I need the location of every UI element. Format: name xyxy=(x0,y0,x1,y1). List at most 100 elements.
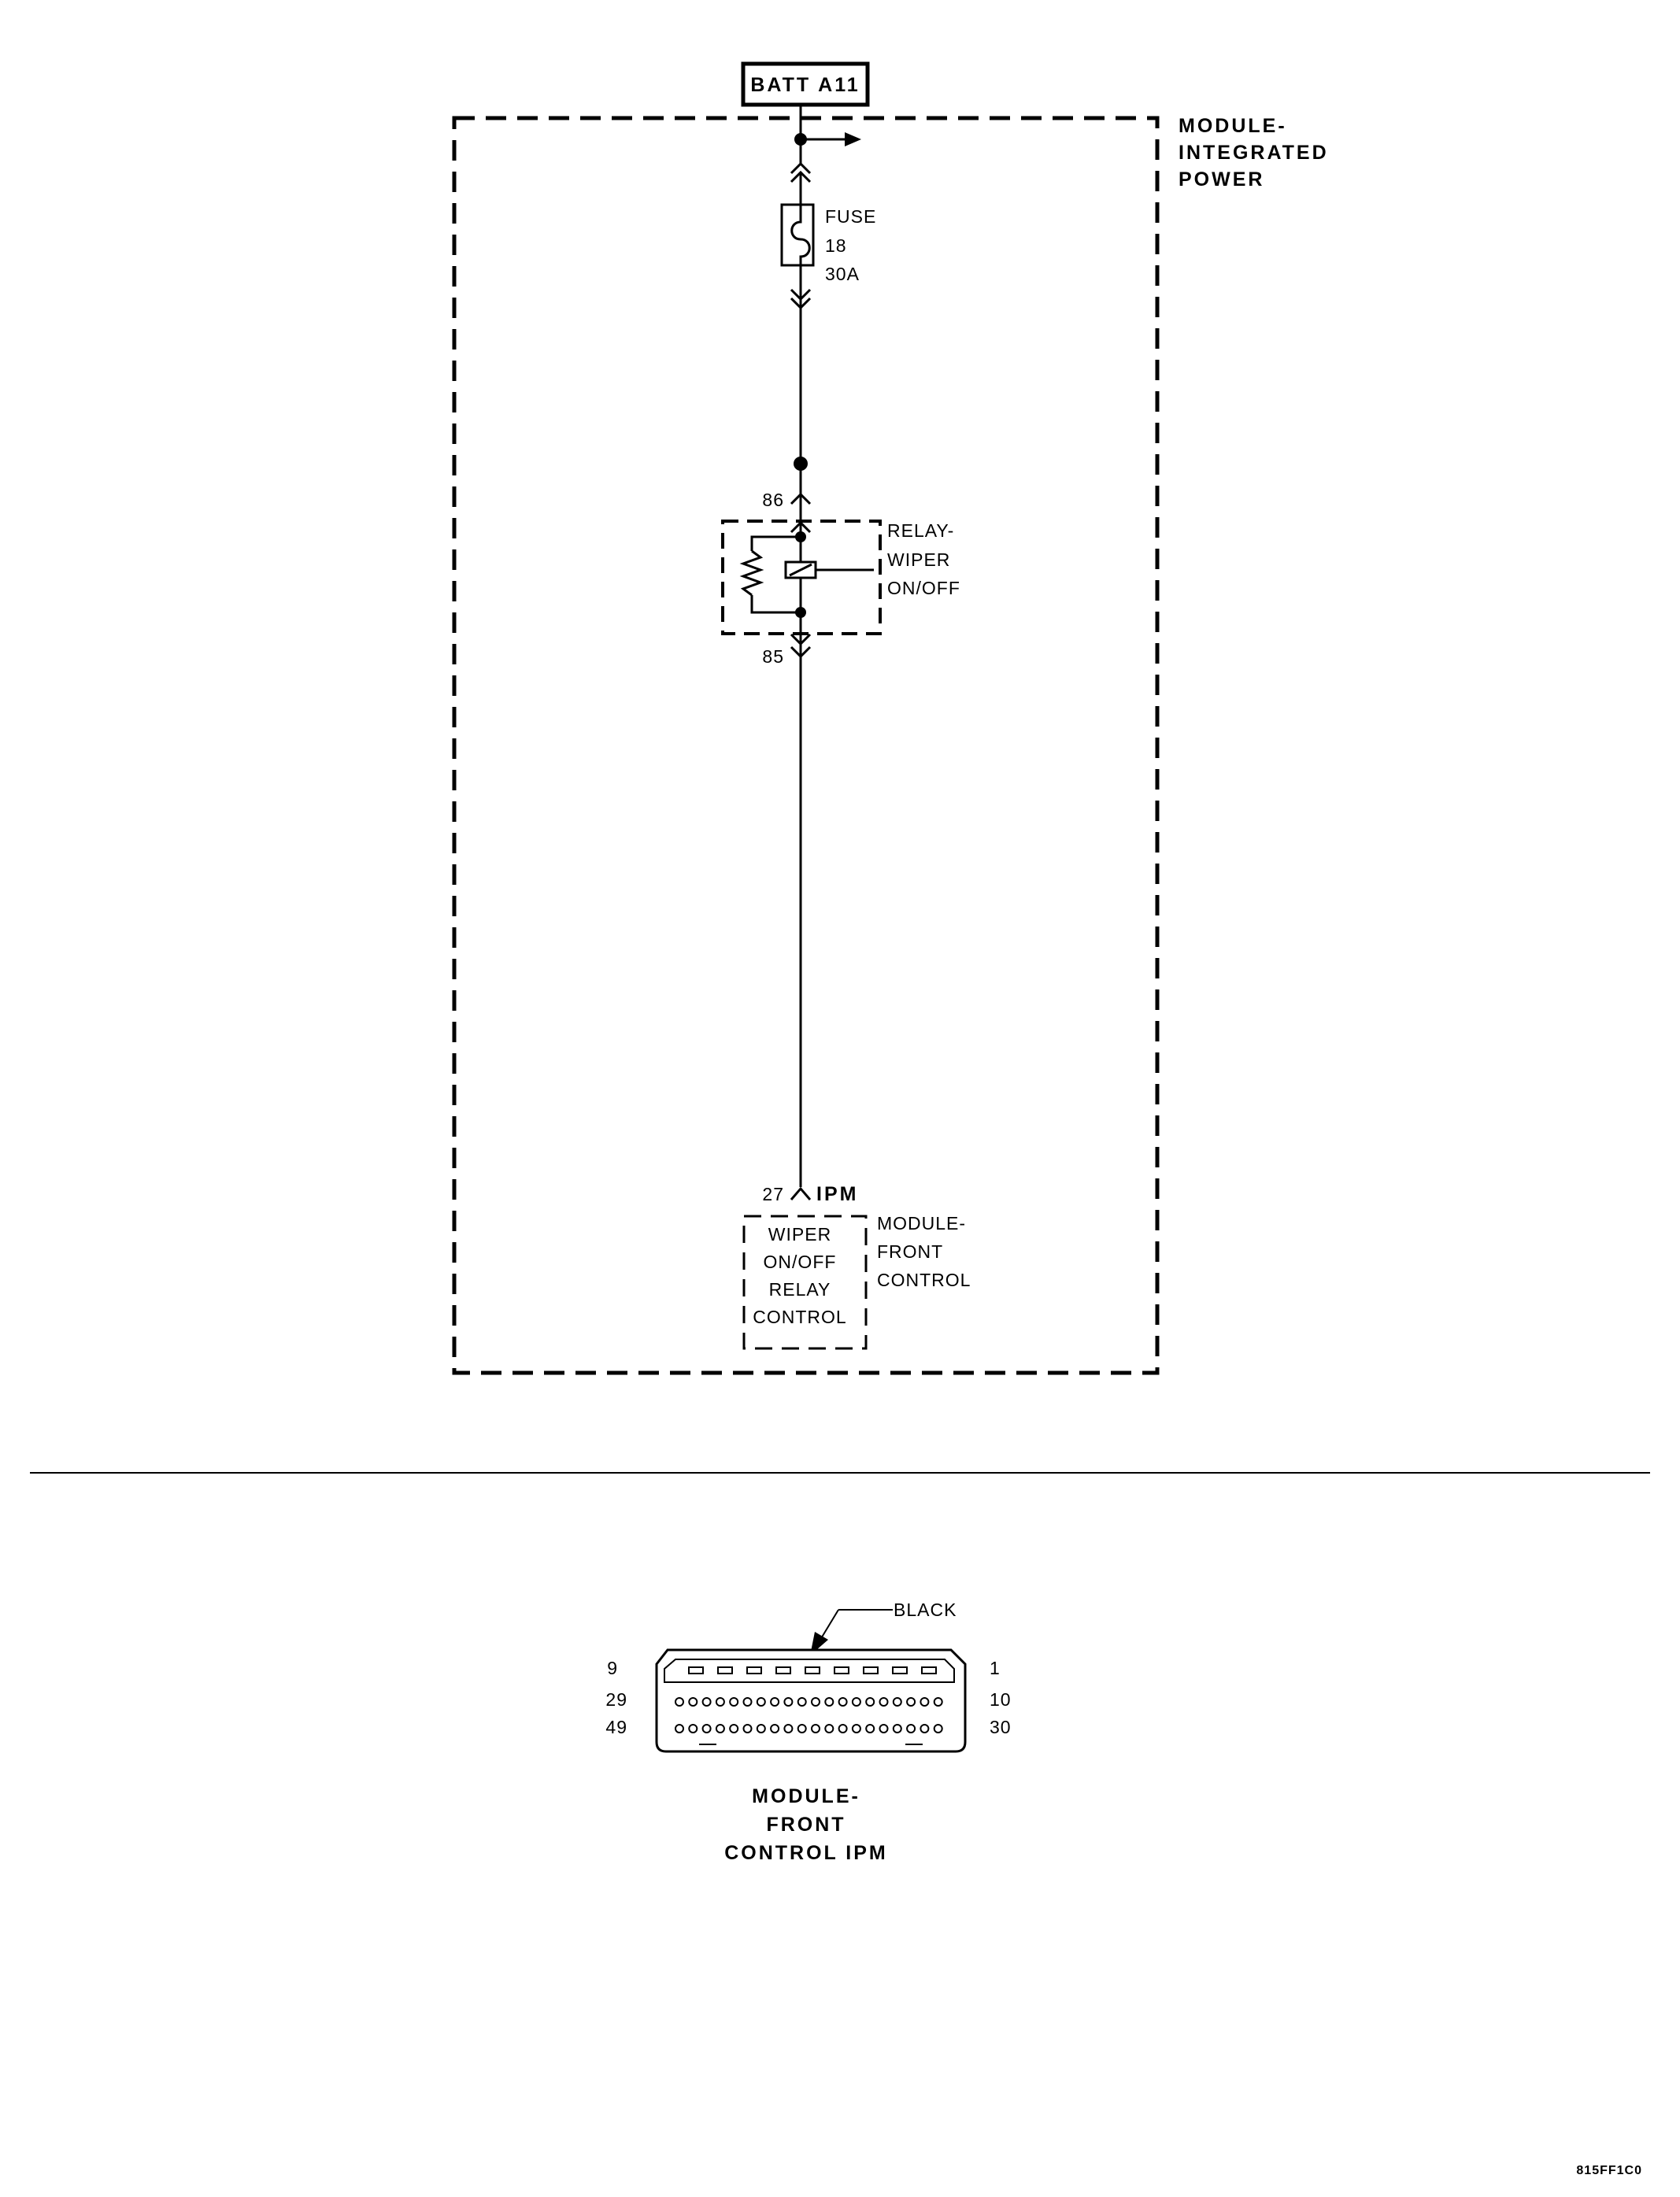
pin-row-bottom xyxy=(675,1724,943,1733)
connector-cavity-pin xyxy=(797,1697,807,1707)
connector-cavity-pin xyxy=(770,1697,780,1707)
connector-cavity-slot xyxy=(717,1666,733,1674)
svg-text:ON/OFF: ON/OFF xyxy=(764,1252,837,1272)
svg-text:WIPER: WIPER xyxy=(768,1224,831,1245)
connector-cavity-pin xyxy=(811,1697,820,1707)
connector-cavity-pin xyxy=(906,1697,916,1707)
connector-icon xyxy=(790,1186,812,1200)
ipm-module-label: MODULE- INTEGRATED POWER xyxy=(1179,115,1329,190)
connector-cavity-pin xyxy=(783,1697,794,1707)
arrow-right-icon xyxy=(845,132,861,146)
connector-cavity-pin xyxy=(838,1697,848,1707)
svg-text:RELAY-: RELAY- xyxy=(887,520,954,541)
pin-label-right-bottom: 30 xyxy=(990,1717,1012,1737)
connector-cavity-pin xyxy=(783,1724,794,1733)
svg-text:30A: 30A xyxy=(825,264,860,284)
fuse-body xyxy=(780,203,815,267)
battery-source: BATT A11 xyxy=(741,61,870,139)
connector-cavity-pin xyxy=(742,1697,753,1707)
connector-cavity-slot xyxy=(746,1666,762,1674)
connector-cavity-pin xyxy=(933,1724,943,1733)
fuse: FUSE 18 30A xyxy=(780,139,875,310)
resistor-icon xyxy=(739,549,764,597)
splice-node xyxy=(794,132,861,146)
connector-cavity-pin xyxy=(879,1724,889,1733)
svg-text:MODULE-: MODULE- xyxy=(1179,115,1287,137)
connector-title-1: MODULE- xyxy=(752,1785,860,1807)
connector-cavity-pin xyxy=(675,1724,684,1733)
connector-cavity-pin xyxy=(892,1697,902,1707)
fuse-element-icon xyxy=(790,205,811,265)
connector-cavity-pin xyxy=(811,1724,820,1733)
connector-cavity-pin xyxy=(824,1724,834,1733)
connector-cavity-pin xyxy=(865,1724,875,1733)
pin-row-middle xyxy=(675,1697,943,1707)
connector-cavity-pin xyxy=(892,1724,902,1733)
connector-cavity-pin xyxy=(729,1697,739,1707)
connector-cavity-slot xyxy=(688,1666,704,1674)
connector-cavity-pin xyxy=(797,1724,807,1733)
connector-cavity-slot xyxy=(921,1666,937,1674)
connector-cavity-pin xyxy=(933,1697,943,1707)
connector-cavity-pin xyxy=(920,1697,930,1707)
connector-cavity-pin xyxy=(851,1724,861,1733)
connector-cavity-pin xyxy=(920,1724,930,1733)
svg-text:POWER: POWER xyxy=(1179,168,1264,190)
connector-cavity-pin xyxy=(756,1724,766,1733)
svg-text:CONTROL: CONTROL xyxy=(877,1270,971,1290)
svg-text:WIPER: WIPER xyxy=(887,549,950,570)
svg-text:18: 18 xyxy=(825,235,847,256)
ipm-module-outline xyxy=(452,116,1160,1375)
connector-cavity-pin xyxy=(838,1724,848,1733)
connector-cavity-pin xyxy=(879,1697,889,1707)
connector-cavity-pin xyxy=(729,1724,739,1733)
svg-text:ON/OFF: ON/OFF xyxy=(887,578,960,598)
relay-pin-86: 86 xyxy=(762,490,784,510)
splice-node-2 xyxy=(794,457,808,471)
connector-cavity-slot xyxy=(834,1666,849,1674)
front-control-module: WIPER ON/OFF RELAY CONTROL MODULE- FRONT… xyxy=(742,1213,971,1350)
connector-title-3: CONTROL IPM xyxy=(724,1842,888,1864)
relay-wiper-on-off: 86 85 RELAY- WIPER ON/OFF xyxy=(721,490,960,667)
relay-pin-85: 85 xyxy=(762,646,784,667)
svg-text:CONTROL: CONTROL xyxy=(753,1307,846,1327)
connector-cavity-pin xyxy=(756,1697,766,1707)
connector-cavity-pin xyxy=(865,1697,875,1707)
connector-pin-number: 27 xyxy=(762,1184,784,1204)
figure-id: 815FF1C0 xyxy=(1576,2164,1642,2177)
connector-cavity-pin xyxy=(715,1724,725,1733)
connector-cavity-pin xyxy=(688,1697,698,1707)
connector-cavity-pin xyxy=(675,1697,684,1707)
connector-cavity-slot xyxy=(863,1666,879,1674)
connector-cavity-pin xyxy=(906,1724,916,1733)
connector-cavity-pin xyxy=(851,1697,861,1707)
connector-cavity-pin xyxy=(715,1697,725,1707)
connector-cavity-pin xyxy=(770,1724,780,1733)
connector-face-view: BLACK 9 29 49 1 10 30 MODULE- FRONT CONT… xyxy=(605,1600,1012,1864)
pin-label-right-top: 1 xyxy=(990,1658,1001,1678)
connector-cavity-pin xyxy=(701,1697,712,1707)
svg-text:INTEGRATED: INTEGRATED xyxy=(1179,142,1329,164)
connector-cavity-slot xyxy=(892,1666,908,1674)
svg-text:RELAY: RELAY xyxy=(769,1279,831,1300)
svg-text:FRONT: FRONT xyxy=(877,1241,943,1262)
fcm-outline xyxy=(742,1215,868,1350)
pin-label-left-middle: 29 xyxy=(605,1689,627,1710)
connector-housing xyxy=(655,1648,967,1753)
connector-27-ipm: 27 IPM xyxy=(762,1183,858,1205)
connector-name: IPM xyxy=(816,1183,858,1205)
pin-label-left-top: 9 xyxy=(607,1658,618,1678)
connector-title-2: FRONT xyxy=(766,1814,846,1836)
pin-86-connector-icon xyxy=(790,492,812,505)
connector-cavity-pin xyxy=(824,1697,834,1707)
connector-cavity-slot xyxy=(775,1666,791,1674)
battery-label: BATT A11 xyxy=(750,74,860,96)
pin-label-left-bottom: 49 xyxy=(605,1717,627,1737)
pin-row-top xyxy=(688,1666,937,1674)
connector-color-label: BLACK xyxy=(894,1600,957,1620)
connector-cavity-pin xyxy=(742,1724,753,1733)
connector-cavity-slot xyxy=(805,1666,820,1674)
connector-cavity-pin xyxy=(688,1724,698,1733)
pin-label-right-middle: 10 xyxy=(990,1689,1012,1710)
